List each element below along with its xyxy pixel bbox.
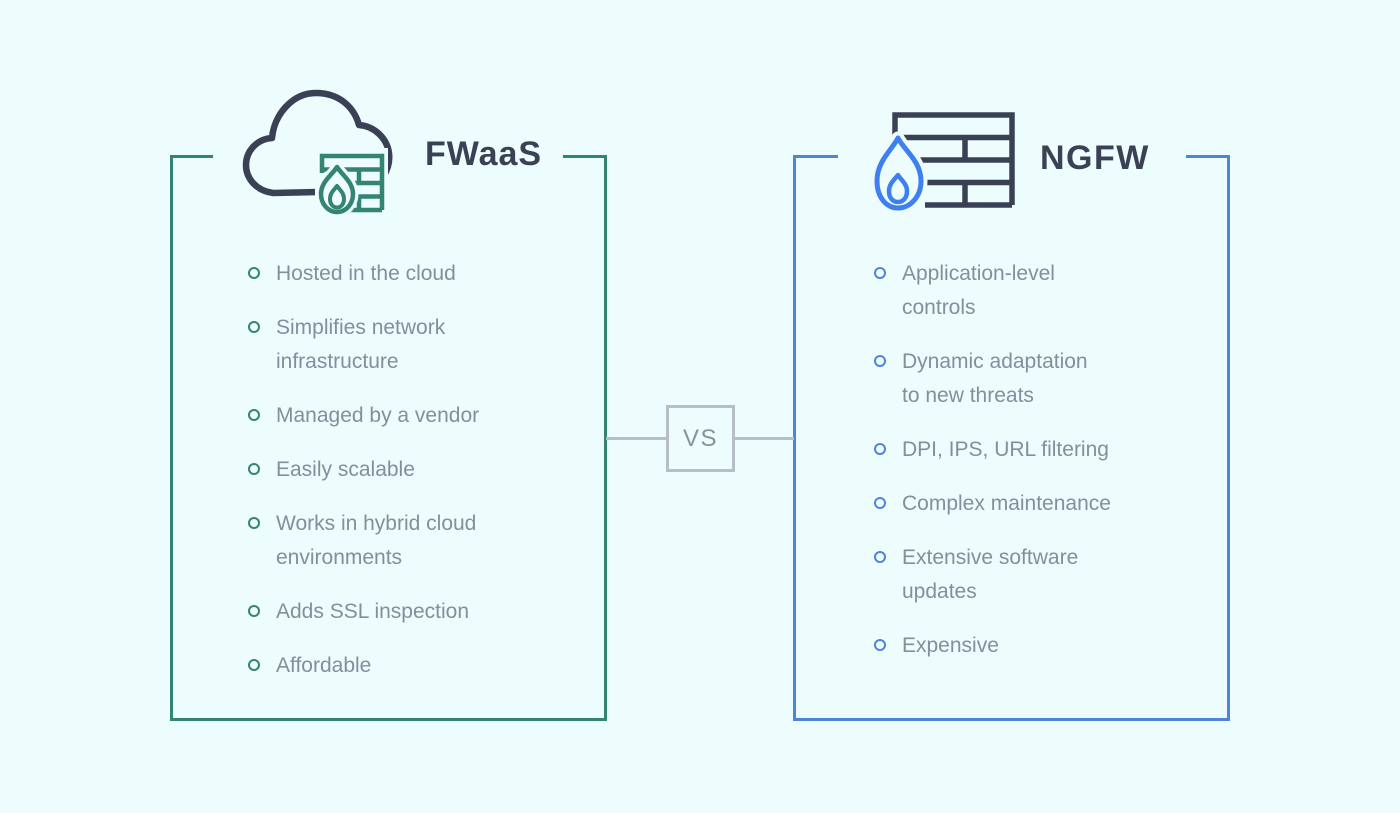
list-item-label: Adds SSL inspection — [276, 600, 470, 623]
bullet-circle-icon — [874, 639, 886, 651]
list-item-label: Expensive — [902, 634, 999, 657]
list-item: Complex maintenance — [874, 487, 1204, 521]
bullet-circle-icon — [874, 497, 886, 509]
bullet-circle-icon — [248, 605, 260, 617]
bullet-circle-icon — [874, 551, 886, 563]
bullet-circle-icon — [874, 443, 886, 455]
list-item: Managed by a vendor — [248, 399, 578, 433]
list-item-label: Easily scalable — [276, 458, 415, 481]
bullet-circle-icon — [248, 463, 260, 475]
connector-line-right — [734, 437, 794, 440]
list-item: Expensive — [874, 629, 1204, 663]
bullet-circle-icon — [874, 267, 886, 279]
fwaas-title: FWaaS — [425, 135, 543, 173]
bullet-circle-icon — [248, 321, 260, 333]
bullet-circle-icon — [248, 409, 260, 421]
list-item: Adds SSL inspection — [248, 595, 578, 629]
list-item: DPI, IPS, URL filtering — [874, 433, 1204, 467]
list-item-label: Managed by a vendor — [276, 404, 480, 427]
cloud-firewall-icon — [242, 89, 393, 218]
bullet-circle-icon — [248, 517, 260, 529]
connector-line-left — [606, 437, 666, 440]
list-item-label: DPI, IPS, URL filtering — [902, 438, 1109, 461]
bullet-circle-icon — [248, 659, 260, 671]
list-item: Hosted in the cloud — [248, 257, 578, 291]
bullet-circle-icon — [248, 267, 260, 279]
list-item: Easily scalable — [248, 453, 578, 487]
vs-badge: VS — [666, 405, 735, 472]
bullet-circle-icon — [874, 355, 886, 367]
firewall-flame-icon — [870, 112, 1015, 215]
list-item-label: Complex maintenance — [902, 492, 1111, 515]
list-item-label: Affordable — [276, 654, 372, 677]
ngfw-title: NGFW — [1040, 139, 1150, 177]
list-item-label: Hosted in the cloud — [276, 262, 456, 285]
list-item: Affordable — [248, 649, 578, 683]
